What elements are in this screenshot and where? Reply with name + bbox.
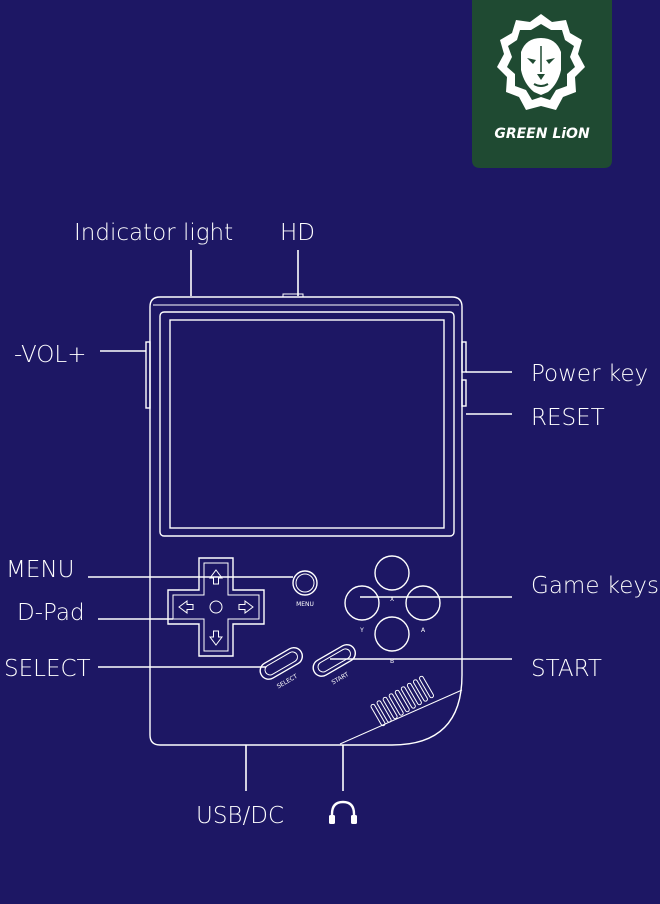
label-indicator-light: Indicator light (74, 220, 233, 246)
d-pad-right-arrow-icon (238, 600, 254, 614)
menu-button (292, 570, 318, 596)
speaker-slot (406, 682, 422, 706)
speaker-slot (394, 689, 410, 713)
key-y-label: Y (359, 627, 364, 634)
label-start: START (531, 656, 602, 682)
key-y (344, 585, 380, 621)
label-select: SELECT (4, 656, 91, 682)
lion-head-icon (497, 14, 585, 110)
speaker-slot (400, 686, 416, 709)
speaker-grille (370, 675, 435, 727)
key-b-label: B (390, 658, 394, 665)
bottom-bevel (339, 689, 463, 745)
menu-button-inner (295, 573, 315, 593)
select-button (259, 646, 304, 680)
menu-button-group: MENU (292, 570, 318, 608)
d-pad-left-arrow-icon (178, 600, 194, 614)
label-power-key: Power key (531, 361, 648, 387)
label-menu: MENU (6, 557, 74, 583)
speaker-slot (382, 696, 398, 720)
select-button-inner (264, 651, 299, 676)
console-body (149, 296, 463, 746)
label-reset: RESET (531, 405, 605, 431)
label-usb-dc: USB/DC (196, 803, 284, 829)
handheld-console: MENU X Y A B SELECT START (145, 293, 467, 746)
d-pad-outline (167, 557, 265, 657)
d-pad-down-arrow-icon (209, 630, 223, 646)
key-b (374, 616, 410, 652)
reset-button (461, 379, 467, 407)
speaker-slot (419, 675, 435, 699)
start-button-text: START (330, 671, 350, 686)
power-key-button (461, 341, 467, 373)
brand-logo: GREEN LiON (472, 0, 612, 168)
callout-lines (88, 250, 512, 791)
select-button-text: SELECT (276, 673, 299, 691)
d-pad-inner (172, 562, 260, 652)
start-button (312, 643, 357, 677)
d-pad (167, 557, 265, 657)
callout-labels: Indicator light HD -VOL+ Power key RESET… (4, 220, 659, 829)
speaker-slot (388, 693, 404, 716)
key-a-label: A (421, 627, 426, 634)
d-pad-center (209, 600, 223, 614)
game-keys: X Y A B (344, 555, 441, 665)
brand-name: GREEN LiON (494, 126, 590, 142)
start-button-inner (317, 648, 352, 673)
key-x-label: X (390, 596, 394, 603)
label-hd: HD (280, 220, 315, 246)
speaker-slot (370, 703, 386, 727)
hd-port (282, 293, 304, 298)
screen-display (169, 319, 445, 529)
screen-bezel (159, 311, 455, 537)
label-dpad: D-Pad (17, 600, 85, 626)
label-game-keys: Game keys (531, 573, 659, 599)
key-a (405, 585, 441, 621)
label-vol: -VOL+ (14, 342, 86, 368)
speaker-slot (412, 679, 428, 702)
start-button-group: START (312, 643, 357, 686)
menu-button-text: MENU (296, 601, 314, 608)
volume-rocker (145, 341, 151, 409)
key-x (374, 555, 410, 591)
headphone-icon (329, 800, 357, 824)
d-pad-up-arrow-icon (209, 569, 223, 585)
